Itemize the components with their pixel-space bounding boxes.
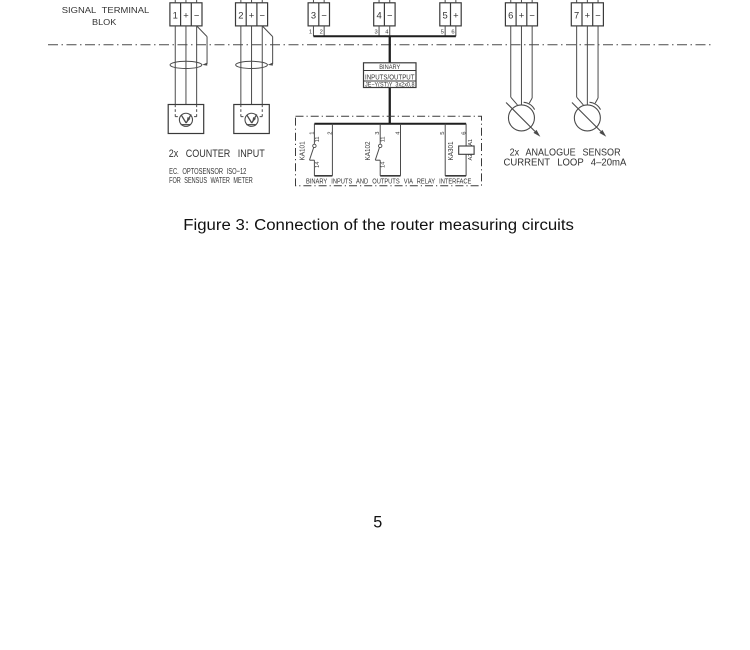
svg-text:JE−Y(ST)Y 3x2x0,8: JE−Y(ST)Y 3x2x0,8 <box>365 83 415 89</box>
svg-text:BINARY INPUTS AND OUTPUTS VIA: BINARY INPUTS AND OUTPUTS VIA RELAY INTE… <box>306 179 472 186</box>
svg-text:4: 4 <box>385 29 389 35</box>
svg-text:+: + <box>453 9 459 20</box>
svg-text:−: − <box>260 9 266 20</box>
svg-text:2: 2 <box>320 29 323 35</box>
svg-text:CURRENT LOOP 4–20mA: CURRENT LOOP 4–20mA <box>504 158 627 169</box>
svg-text:1: 1 <box>309 29 312 35</box>
svg-text:6: 6 <box>451 29 454 35</box>
svg-text:SIGNAL TERMINAL: SIGNAL TERMINAL <box>62 5 150 15</box>
svg-text:5: 5 <box>441 29 444 35</box>
svg-text:FOR SENSUS WATER METER: FOR SENSUS WATER METER <box>169 175 253 185</box>
svg-text:A2: A2 <box>468 154 474 161</box>
svg-text:1: 1 <box>173 9 178 20</box>
svg-text:14: 14 <box>315 162 321 168</box>
svg-text:4: 4 <box>376 9 381 20</box>
svg-text:KA102: KA102 <box>363 141 372 160</box>
svg-text:11: 11 <box>381 136 387 142</box>
svg-text:KA301: KA301 <box>446 141 455 160</box>
svg-text:+: + <box>183 9 189 20</box>
svg-text:−: − <box>387 9 393 20</box>
svg-text:2: 2 <box>328 131 334 134</box>
svg-text:+: + <box>519 9 525 20</box>
svg-text:1: 1 <box>309 131 315 134</box>
svg-text:4: 4 <box>396 131 402 135</box>
svg-text:5: 5 <box>373 514 382 532</box>
svg-text:EC. OPTOSENSOR ISO−12: EC. OPTOSENSOR ISO−12 <box>169 166 246 176</box>
svg-text:Figure 3: Connection of the ro: Figure 3: Connection of the router measu… <box>183 217 574 234</box>
svg-text:14: 14 <box>381 162 387 168</box>
svg-text:6: 6 <box>508 9 513 20</box>
svg-text:7: 7 <box>574 9 579 20</box>
svg-text:−: − <box>321 9 327 20</box>
svg-text:11: 11 <box>315 136 321 142</box>
svg-text:2x COUNTER INPUT: 2x COUNTER INPUT <box>169 148 265 160</box>
svg-text:5: 5 <box>443 9 448 20</box>
svg-text:−: − <box>595 9 601 20</box>
svg-text:BLOK: BLOK <box>92 17 117 27</box>
svg-text:2x ANALOGUE SENSOR: 2x ANALOGUE SENSOR <box>510 147 621 158</box>
svg-text:−: − <box>194 9 200 20</box>
svg-text:INPUTS/OUTPUT: INPUTS/OUTPUT <box>365 72 415 81</box>
svg-text:5: 5 <box>440 131 446 134</box>
svg-text:+: + <box>585 9 591 20</box>
svg-text:3: 3 <box>375 131 381 134</box>
svg-text:+: + <box>249 9 255 20</box>
svg-text:3: 3 <box>375 29 378 35</box>
svg-text:3: 3 <box>311 9 316 20</box>
svg-text:A1: A1 <box>468 139 474 146</box>
svg-text:−: − <box>529 9 535 20</box>
svg-text:KA101: KA101 <box>297 141 306 160</box>
svg-text:BINARY: BINARY <box>379 64 400 71</box>
svg-text:6: 6 <box>461 131 467 134</box>
svg-text:2: 2 <box>238 9 243 20</box>
